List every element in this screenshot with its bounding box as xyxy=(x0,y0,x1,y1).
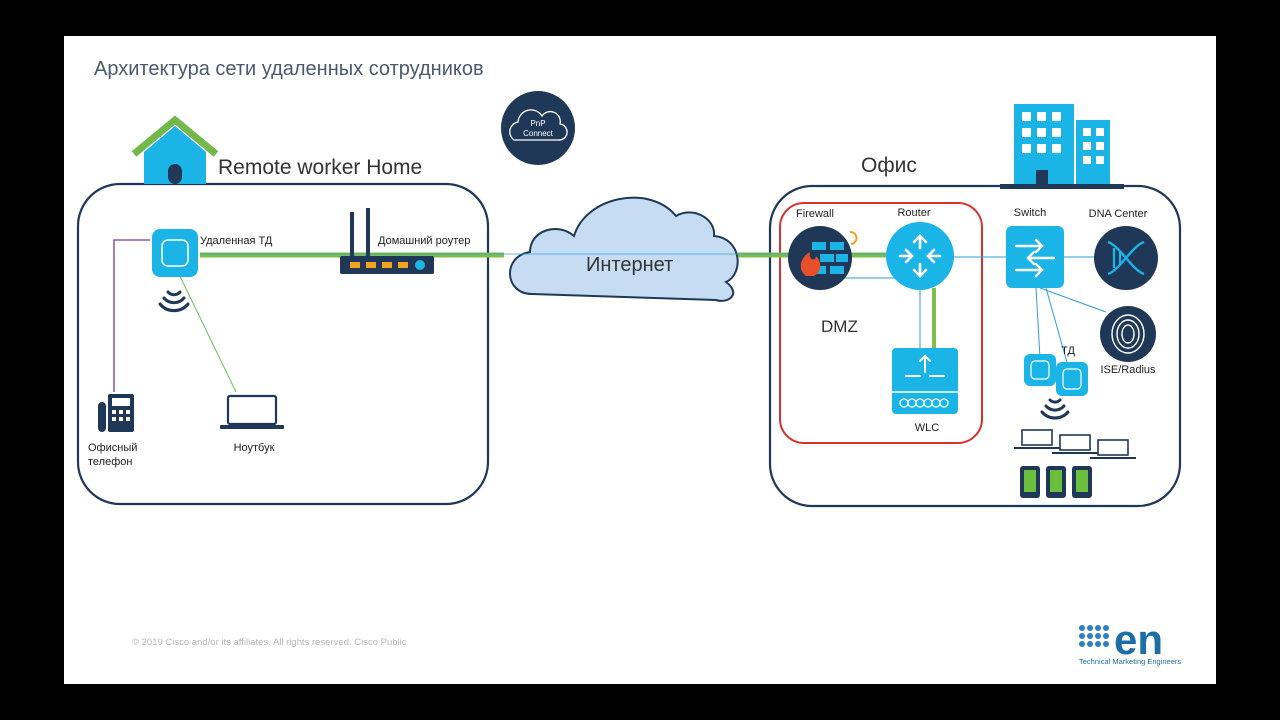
internet-cloud-icon xyxy=(509,196,739,302)
office-container xyxy=(768,184,1182,508)
mobile-phone-2-icon xyxy=(1046,466,1066,498)
ap-phone-link xyxy=(113,239,150,392)
mobile-phone-icon xyxy=(1020,466,1040,498)
office-laptop-2-icon xyxy=(1052,434,1098,454)
switch-ise-link xyxy=(1039,287,1107,313)
laptop-label: Ноутбук xyxy=(234,442,275,454)
office-phone-icon xyxy=(98,394,134,432)
router-icon xyxy=(886,222,954,290)
wlc-label: WLC xyxy=(915,422,940,434)
office-access-point-2-icon xyxy=(1056,362,1088,396)
switch-ap2-link xyxy=(1045,287,1069,367)
dna-center-label: DNA Center xyxy=(1089,208,1148,220)
slide-title: Архитектура сети удаленных сотрудников xyxy=(94,58,484,80)
home-router-label: Домашний роутер xyxy=(378,235,470,247)
ise-radius-label: ISE/Radius xyxy=(1100,364,1156,376)
mobile-phone-3-icon xyxy=(1072,466,1092,498)
ap-laptop-link xyxy=(175,267,237,393)
switch-label: Switch xyxy=(1014,207,1046,219)
remote-home-container xyxy=(76,182,490,506)
brand-tagline: Technical Marketing Engineers xyxy=(1079,657,1182,666)
firewall-icon xyxy=(788,226,858,290)
office-laptop-3-icon xyxy=(1090,439,1136,459)
office-ap-label: ТД xyxy=(1061,345,1075,357)
office-title: Офис xyxy=(861,154,917,177)
office-phone-label: Офисный телефон xyxy=(88,442,140,468)
dna-center-icon xyxy=(1094,226,1158,290)
slide: en PnP Connect Удаленная ТД Домашний роу… xyxy=(64,36,1216,684)
dmz-label: DMZ xyxy=(821,317,858,336)
office-wifi-signal-icon xyxy=(1040,398,1070,420)
en-logo-text: en xyxy=(1114,616,1163,663)
internet-label: Интернет xyxy=(586,254,674,276)
router-label: Router xyxy=(897,207,930,219)
home-laptop-icon xyxy=(220,394,284,429)
pnp-label: PnP xyxy=(530,119,545,128)
house-icon xyxy=(131,115,219,184)
remote-access-point-icon xyxy=(152,229,198,277)
ise-radius-icon xyxy=(1100,306,1156,362)
office-access-point-icon xyxy=(1024,354,1056,386)
connect-label: Connect xyxy=(523,129,554,138)
home-router-icon xyxy=(340,208,434,274)
office-phone-label-line2: телефон xyxy=(88,456,132,468)
dmz-zone xyxy=(779,202,983,444)
office-phone-label-line1: Офисный xyxy=(88,442,137,454)
switch-ap-link xyxy=(1035,287,1041,359)
en-logo-icon xyxy=(1079,625,1109,647)
pnp-connect-icon xyxy=(501,91,575,165)
copyright-footer: © 2019 Cisco and/or its affiliates. All … xyxy=(132,637,407,648)
firewall-label: Firewall xyxy=(796,208,834,220)
remote-ap-label: Удаленная ТД xyxy=(200,235,273,247)
remote-home-title: Remote worker Home xyxy=(218,156,423,179)
wifi-signal-icon xyxy=(158,290,190,313)
wlc-icon xyxy=(892,348,958,414)
office-building-icon xyxy=(1000,104,1124,189)
office-laptop-icon xyxy=(1014,429,1060,449)
switch-icon xyxy=(1006,226,1064,288)
network-diagram: en PnP Connect Удаленная ТД Домашний роу… xyxy=(76,91,1182,663)
